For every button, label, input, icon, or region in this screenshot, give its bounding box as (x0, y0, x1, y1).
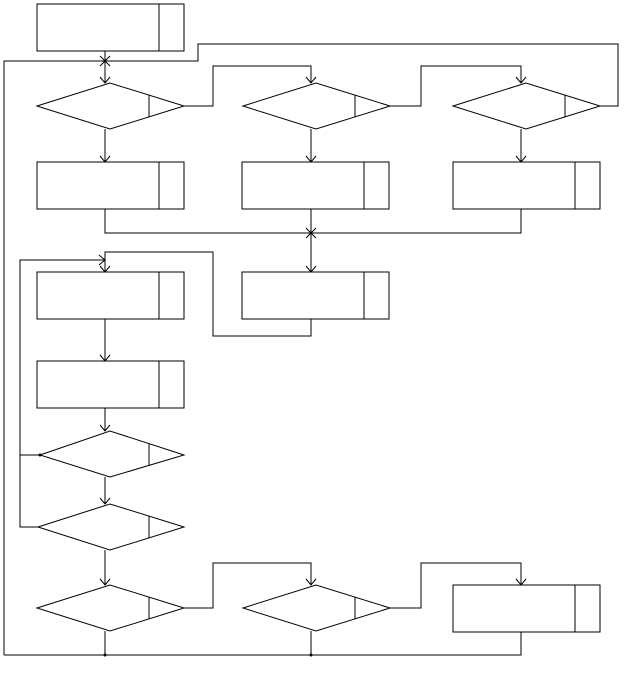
arrowhead-down (305, 578, 317, 586)
junction-dot-bottom-2 (309, 653, 313, 657)
node-process-1 (36, 161, 185, 210)
node-decision-6 (35, 584, 186, 632)
edge-p7-down (4, 632, 522, 656)
arrowhead-down (99, 497, 111, 505)
junction-top (99, 55, 111, 67)
node-start-box (36, 3, 185, 52)
edge-d7-to-p7 (390, 562, 522, 609)
arrowhead-down (99, 578, 111, 586)
arrowheads (98, 76, 527, 586)
edge-bottom-return-left (3, 60, 105, 655)
connector-lines (3, 43, 619, 656)
node-decision-4 (38, 430, 186, 478)
edge-p1-to-merge (104, 209, 311, 234)
node-decision-3 (451, 82, 602, 130)
junction-merge (305, 227, 317, 239)
node-process-7 (452, 584, 601, 633)
edge-d3-loop-to-d1 (105, 43, 619, 107)
arrowhead-down (99, 76, 111, 84)
edge-d1-to-d2 (184, 65, 312, 107)
node-decision-1 (35, 82, 186, 130)
edge-p3-to-merge (311, 209, 522, 234)
edge-d5-loop (19, 259, 105, 528)
junction-dot-bottom-1 (103, 653, 107, 657)
arrowhead-down (99, 424, 111, 432)
node-process-4 (36, 271, 185, 320)
junctions (38, 55, 317, 657)
node-process-2 (241, 161, 390, 210)
edge-d2-to-d3 (390, 65, 522, 107)
edge-p5-to-p4 (104, 251, 312, 337)
node-process-5 (241, 271, 390, 320)
edge-d6-to-d7 (184, 562, 312, 609)
arrowhead-right (98, 254, 106, 266)
node-decision-2 (241, 82, 392, 130)
arrowhead-down (515, 76, 527, 84)
node-process-6 (36, 360, 185, 409)
arrowhead-down (305, 76, 317, 84)
node-decision-7 (241, 584, 392, 632)
node-decision-5 (36, 503, 186, 551)
node-process-3 (452, 161, 601, 210)
